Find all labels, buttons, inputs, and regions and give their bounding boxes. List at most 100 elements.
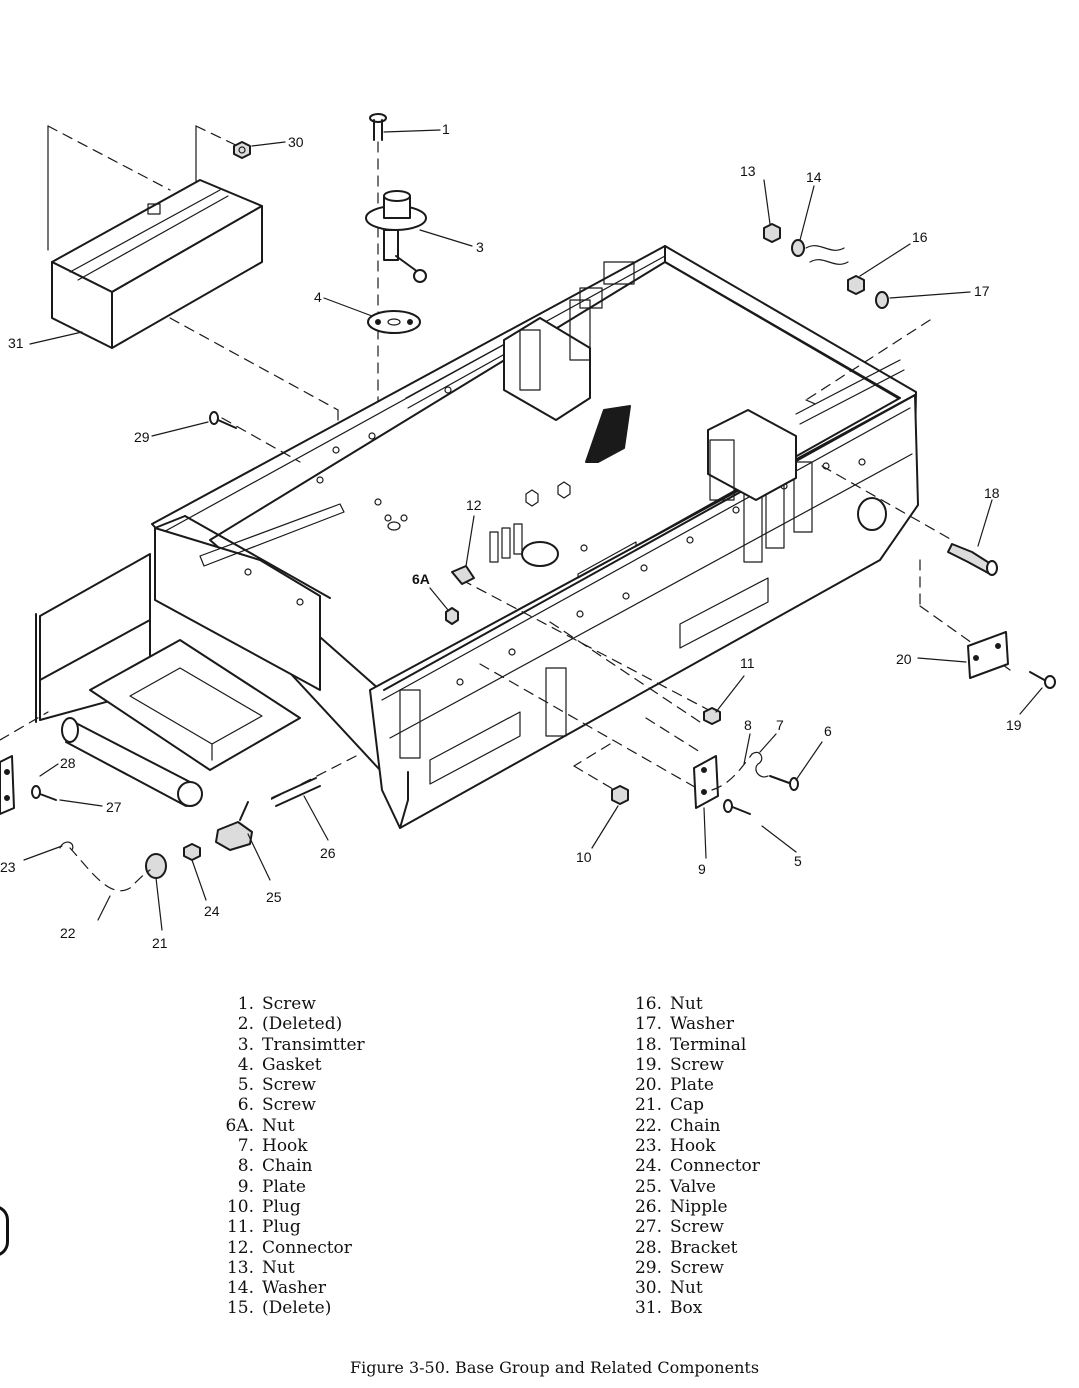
callout-20: 20 [896, 651, 912, 667]
callout-22: 22 [60, 925, 76, 941]
parts-list-item: 1.Screw [210, 994, 365, 1014]
parts-list-item: 6A.Nut [210, 1116, 365, 1136]
parts-list-item: 25. Valve [618, 1177, 760, 1197]
plate-part-9 [693, 755, 719, 809]
connector-part-12 [451, 565, 475, 585]
nut-part-13 [763, 223, 781, 243]
part-number: 19. [634, 1054, 662, 1075]
part-number: 10. [226, 1196, 254, 1217]
parts-list-item: 14.Washer [210, 1278, 365, 1298]
terminal-part-18 [947, 543, 998, 576]
nut-part-16 [847, 275, 865, 295]
parts-list-item: 4.Gasket [210, 1055, 365, 1075]
gasket-part-4 [367, 310, 421, 334]
callout-11: 11 [740, 655, 755, 671]
part-number: 6A. [225, 1115, 255, 1136]
part-name: Connector [670, 1156, 760, 1177]
parts-list-item: 5.Screw [210, 1075, 365, 1095]
part-number: 7. [237, 1136, 254, 1157]
part-number: 13. [226, 1257, 254, 1278]
callout-27: 27 [106, 799, 122, 815]
part-name: Screw [670, 1257, 724, 1278]
parts-list-item: 26.Nipple [618, 1197, 760, 1217]
callout-17: 17 [974, 283, 990, 299]
callout-3: 3 [476, 239, 484, 255]
part-name: Plug [262, 1196, 301, 1217]
part-number: 15. [226, 1298, 254, 1319]
cap-part-21 [145, 853, 167, 879]
part-name: Chain [262, 1156, 313, 1177]
parts-list-item: 19.Screw [618, 1055, 760, 1075]
part-number: 31. [634, 1298, 662, 1319]
part-name: Plate [262, 1176, 306, 1197]
part-name: Gasket [262, 1054, 322, 1075]
callout-18: 18 [984, 485, 1000, 501]
screw-part-29 [209, 411, 237, 429]
screw-part-27 [31, 785, 57, 801]
parts-list-item: 18.Terminal [618, 1035, 760, 1055]
callout-24: 24 [204, 903, 220, 919]
base-frame [35, 245, 919, 829]
page-edge-mark [0, 1205, 9, 1257]
part-name: Chain [670, 1115, 721, 1136]
parts-list-item: 31.Box [618, 1298, 760, 1318]
part-name: Hook [262, 1136, 308, 1157]
parts-list-item: 20.Plate [618, 1075, 760, 1095]
part-number: 17. [634, 1014, 662, 1035]
part-name: Screw [670, 1217, 724, 1238]
part-number: 24. [634, 1156, 662, 1177]
parts-list-item: 16.Nut [618, 994, 760, 1014]
part-number: 16. [634, 994, 662, 1014]
parts-list-item: 28.Bracket [618, 1238, 760, 1258]
callout-6: 6 [824, 723, 832, 739]
part-number: 23. [634, 1136, 662, 1157]
parts-list-item: 15. (Delete) [210, 1298, 365, 1318]
part-name: Nut [670, 1278, 703, 1299]
callout-29: 29 [134, 429, 150, 445]
callout-4: 4 [314, 289, 322, 305]
screw-part-1 [369, 113, 387, 141]
part-number: 20. [634, 1075, 662, 1096]
part-number: 9. [237, 1176, 254, 1197]
part-number: 2. [237, 1014, 254, 1035]
part-name: Bracket [670, 1237, 738, 1258]
callout-28: 28 [60, 755, 76, 771]
part-number: 6. [237, 1095, 254, 1116]
part-name: Connector [262, 1237, 352, 1258]
box-part-31 [51, 179, 263, 349]
callout-14: 14 [806, 169, 822, 185]
valve-part-25 [215, 801, 253, 851]
nut-part-6a [445, 607, 459, 625]
callout-25: 25 [266, 889, 282, 905]
parts-list-item: 29. Screw [618, 1258, 760, 1278]
part-name: Valve [670, 1176, 716, 1197]
part-number: 29. [634, 1257, 662, 1278]
part-name: (Delete) [262, 1298, 332, 1319]
bracket-part-28 [0, 755, 15, 815]
washer-part-17 [875, 291, 889, 309]
part-number: 30. [634, 1278, 662, 1299]
part-number: 3. [237, 1034, 254, 1055]
parts-list-item: 30. Nut [618, 1278, 760, 1298]
callout-10: 10 [576, 849, 592, 865]
part-number: 25. [634, 1176, 662, 1197]
part-number: 21. [634, 1095, 662, 1116]
part-name: (Deleted) [262, 1014, 343, 1035]
part-number: 8. [237, 1156, 254, 1177]
parts-list-item: 8. Chain [210, 1156, 365, 1176]
parts-list-item: 23.Hook [618, 1136, 760, 1156]
part-number: 1. [237, 994, 254, 1014]
connector-part-24 [183, 843, 201, 861]
part-number: 12. [226, 1237, 254, 1258]
parts-list-item: 12. Connector [210, 1238, 365, 1258]
callout-7: 7 [776, 717, 784, 733]
part-name: Transimtter [262, 1034, 365, 1055]
parts-list-item: 7. Hook [210, 1136, 365, 1156]
chain-part-8 [711, 753, 753, 791]
part-number: 5. [237, 1075, 254, 1096]
screw-part-19 [1029, 671, 1056, 689]
callout-13: 13 [740, 163, 756, 179]
callout-8: 8 [744, 717, 752, 733]
callout-12: 12 [466, 497, 482, 513]
